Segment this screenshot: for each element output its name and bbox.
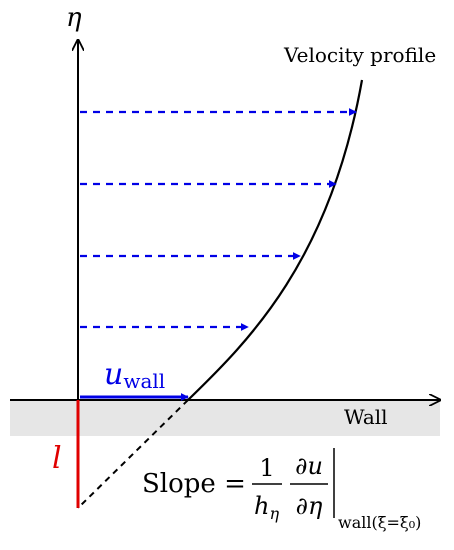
velocity-profile-curve bbox=[187, 79, 364, 401]
u-wall-subscript: wall bbox=[123, 369, 165, 393]
wall-label: Wall bbox=[344, 405, 388, 429]
extrapolation-line bbox=[77, 399, 189, 509]
u-wall-label: uwall bbox=[104, 357, 165, 393]
frac1-denominator: hη bbox=[254, 492, 279, 523]
frac2-numerator: ∂u bbox=[295, 452, 323, 480]
frac1-numerator: 1 bbox=[259, 454, 274, 482]
frac1-den-main: h bbox=[254, 492, 269, 520]
eta-axis-label: η bbox=[66, 3, 82, 33]
u-wall-symbol: u bbox=[104, 357, 123, 392]
slip-length-label: l bbox=[52, 441, 62, 476]
slope-word: Slope = bbox=[142, 469, 246, 499]
wall-band bbox=[10, 400, 440, 436]
frac1-den-sub: η bbox=[269, 504, 279, 523]
evaluation-subscript: wall(ξ=ξ₀) bbox=[338, 513, 421, 532]
slope-formula: Slope = 1 hη ∂u ∂η wall(ξ=ξ₀) bbox=[142, 448, 421, 532]
velocity-profile-label: Velocity profile bbox=[283, 43, 436, 67]
frac2-denominator: ∂η bbox=[296, 492, 323, 520]
